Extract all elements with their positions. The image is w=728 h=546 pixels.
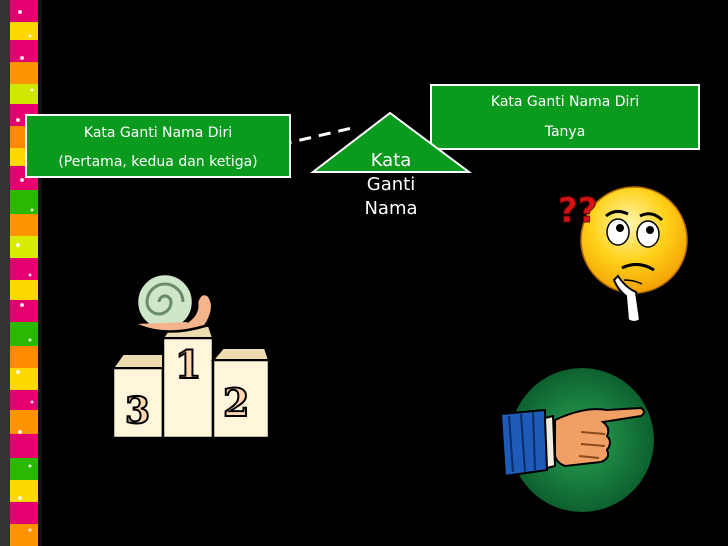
box-left-line1: Kata Ganti Nama Diri [83, 125, 233, 141]
box-right-line1: Kata Ganti Nama Diri [490, 94, 640, 110]
center-label-line2: Ganti [366, 174, 416, 195]
center-label: Kata Ganti Nama [345, 149, 437, 221]
box-left-line2: (Pertama, kedua dan ketiga) [58, 154, 258, 170]
box-right-line2: Tanya [544, 124, 586, 140]
pointing-hand-clipart [499, 368, 654, 512]
question-marks: ?? [558, 191, 597, 231]
podium-place-2: 2 [223, 380, 249, 425]
center-label-line1: Kata [370, 150, 412, 171]
snail-podium-clipart: 1 2 3 [111, 272, 271, 440]
thinking-face-clipart: ?? [558, 186, 688, 323]
decorative-stripe [0, 0, 42, 546]
podium-place-3: 3 [125, 390, 150, 432]
box-kata-ganti-nama-diri-tanya: Kata Ganti Nama Diri Tanya [430, 84, 700, 150]
connector-left [162, 126, 353, 174]
center-label-line3: Nama [364, 198, 418, 219]
box-kata-ganti-nama-diri: Kata Ganti Nama Diri (Pertama, kedua dan… [25, 114, 291, 178]
podium-place-1: 1 [175, 342, 201, 387]
